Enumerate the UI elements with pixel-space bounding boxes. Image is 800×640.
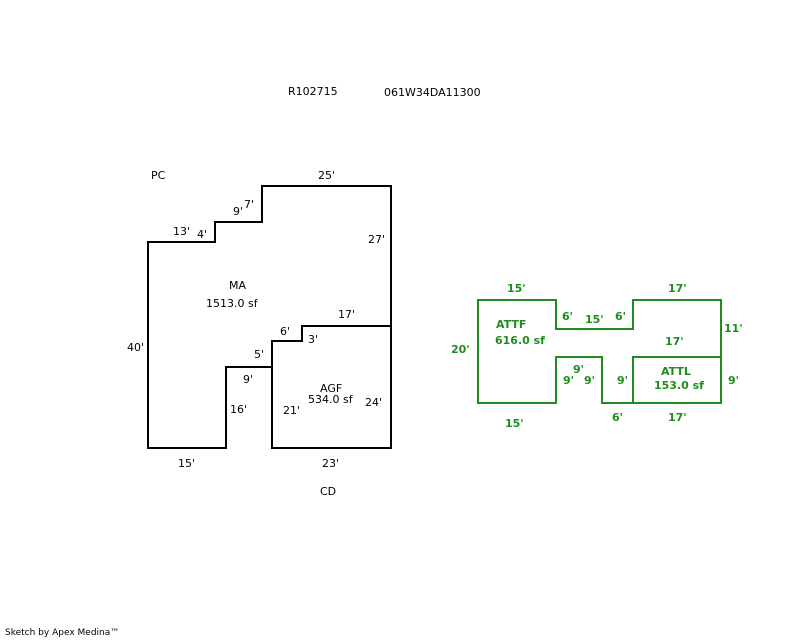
dim-attl-top: 17'	[665, 335, 684, 348]
code-bottom: CD	[320, 485, 336, 498]
dim-mid-step-w: 4'	[197, 228, 207, 241]
ma-area: 1513.0 sf	[206, 297, 259, 310]
dim-agf-right: 24'	[365, 396, 382, 409]
main-building-outline	[147, 185, 392, 449]
dim-right-upper: 27'	[368, 233, 385, 246]
sketch-credit: Sketch by Apex Medina™	[5, 628, 120, 638]
dim-upper-step-w: 7'	[244, 198, 254, 211]
agf-area: 534.0 sf	[308, 393, 354, 406]
dim-notch-top: 9'	[573, 363, 584, 376]
dim-upper-step-h: 9'	[233, 205, 243, 218]
dim-attf-bottom: 15'	[505, 417, 524, 430]
dim-notch-bottom: 6'	[612, 411, 623, 424]
dim-attf-left: 20'	[451, 343, 470, 356]
dim-left-top: 13'	[173, 225, 190, 238]
ma-name: MA	[229, 279, 246, 292]
attl-area: 153.0 sf	[654, 379, 704, 392]
dim-step-b: 6'	[280, 325, 290, 338]
dim-notch-right: 16'	[230, 403, 247, 416]
map-number: 061W34DA11300	[384, 86, 481, 99]
dim-agf-bottom: 23'	[322, 457, 339, 470]
dim-attl-bottom: 17'	[668, 411, 687, 424]
dim-attl-right: 9'	[728, 374, 739, 387]
parcel-id: R102715	[288, 85, 338, 98]
garage-outline	[477, 299, 722, 404]
dim-agf-top: 17'	[338, 308, 355, 321]
dim-right-side: 11'	[724, 322, 743, 335]
dim-notch-top: 9'	[243, 373, 253, 386]
dim-left: 40'	[127, 341, 144, 354]
agf-outline	[271, 325, 391, 367]
dim-top: 25'	[318, 169, 335, 182]
dim-agf-left: 21'	[283, 404, 300, 417]
dim-notch-left: 9'	[563, 374, 574, 387]
attl-name: ATTL	[661, 365, 691, 378]
dim-link-right-h: 6'	[615, 310, 626, 323]
attl-divider	[632, 356, 721, 403]
dim-step-c: 3'	[308, 333, 318, 346]
dim-step-a: 5'	[254, 348, 264, 361]
code-top: PC	[151, 169, 166, 182]
attf-area: 616.0 sf	[495, 334, 545, 347]
dim-attf-top: 15'	[507, 282, 526, 295]
dim-right-top: 17'	[668, 282, 687, 295]
dim-link-left-h: 6'	[562, 310, 573, 323]
dim-notch-right-outer: 9'	[617, 374, 628, 387]
dim-bottom-left: 15'	[178, 457, 195, 470]
agf-name: AGF	[320, 382, 342, 395]
dim-notch-right: 9'	[584, 374, 595, 387]
dim-link-top: 15'	[585, 313, 604, 326]
attf-name: ATTF	[496, 318, 526, 331]
